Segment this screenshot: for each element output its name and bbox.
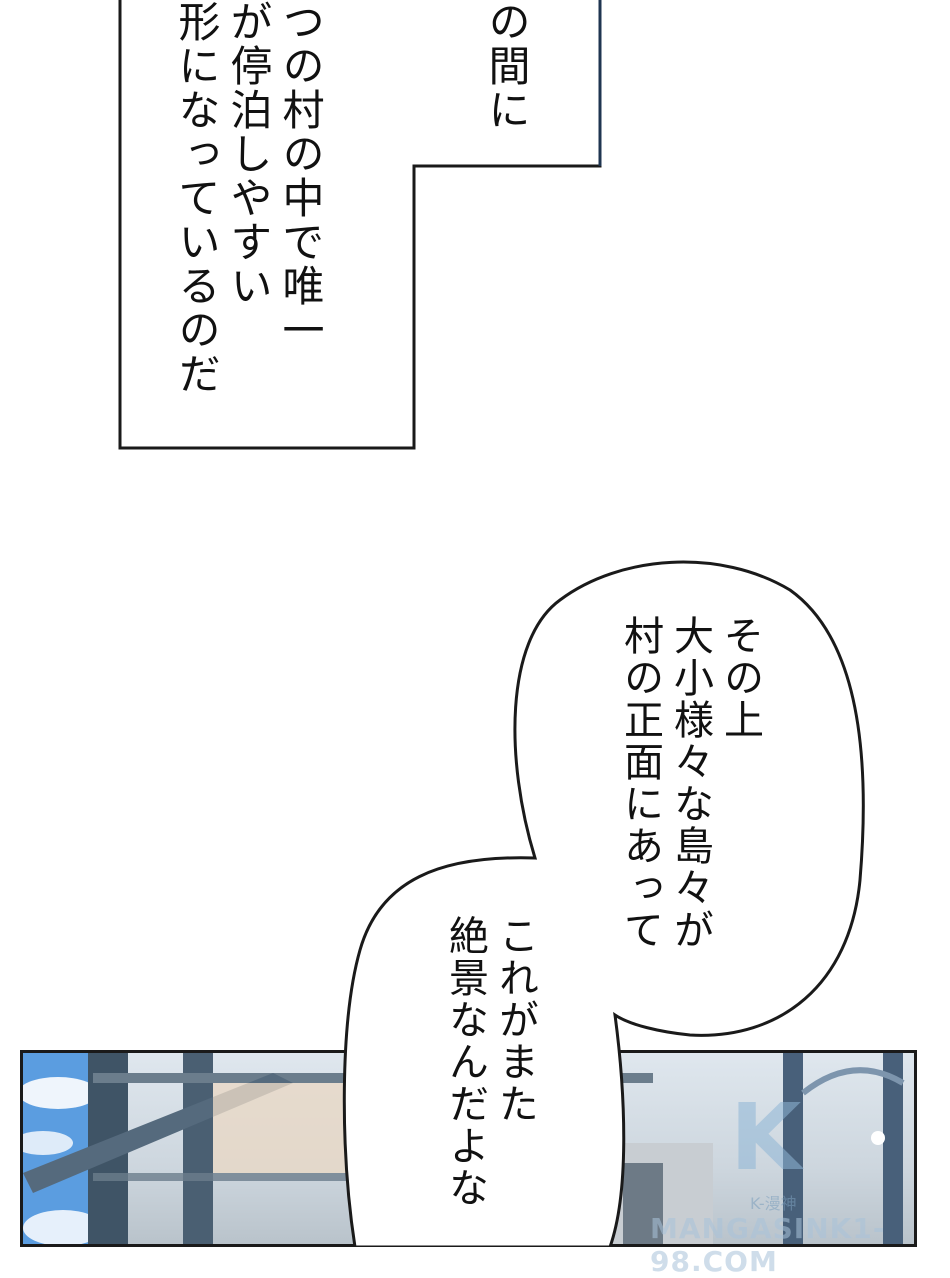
bubble-text-part-2: これがまた 絶景なんだよな [442,915,538,1209]
speech-bubble [342,560,865,1247]
watermark-letter: K [730,1084,802,1191]
narration-corner-text: の間に [482,0,531,132]
watermark-brand: K-漫神 [750,1194,797,1213]
bubble-text-part-1: その上 大小様々な島々が 村の正面にあって [617,615,763,951]
narration-box [118,0,602,450]
narration-text: つの村の中で唯一 が停泊しやすい 形になっているのだ [172,0,325,396]
watermark-url: MANGASINK1-98.COM [650,1212,886,1278]
watermark-logo: K K-漫神 [730,1090,920,1230]
